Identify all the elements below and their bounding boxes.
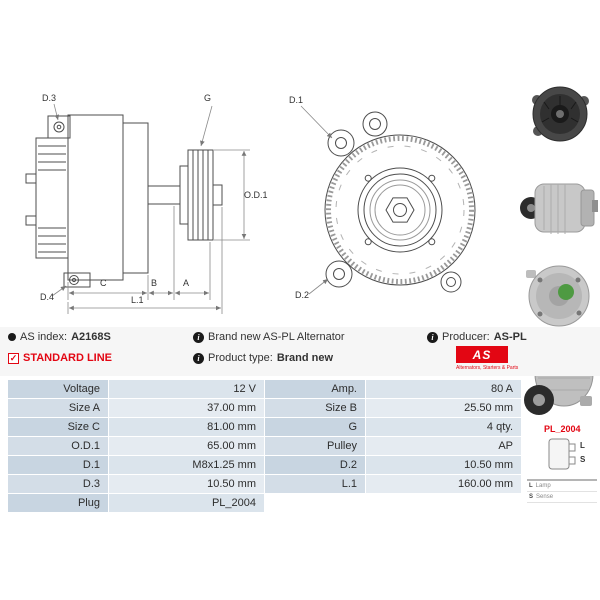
producer-value: AS-PL [493,331,527,343]
product-photo-rear[interactable] [518,262,600,332]
side-view-technical-drawing [25,103,250,314]
spec-label-cell: Size A [8,399,108,417]
spec-label-cell: D.2 [265,456,365,474]
dim-label-d3: D.3 [42,93,57,103]
legend-row: S Sense [527,492,597,503]
plug-code: PL_2004 [544,424,581,434]
info-icon: i [193,331,204,343]
spec-value-cell: AP [366,437,521,455]
spec-empty-cell [265,494,365,512]
spec-label-cell: D.1 [8,456,108,474]
plug-pin-legend: L Lamp S Sense [527,479,597,503]
spec-value-cell: 160.00 mm [366,475,521,493]
info-icon: i [193,352,204,364]
spec-value-cell: 37.00 mm [109,399,264,417]
as-index-value: A2168S [71,331,111,343]
product-type-label: Product type: [208,352,273,364]
spec-label-cell: Pulley [265,437,365,455]
as-pl-logo: AS [456,346,508,363]
as-pl-logo-text: AS [472,347,492,362]
dim-label-od1: O.D.1 [244,190,268,200]
product-photo-front[interactable] [524,84,596,144]
producer-label: Producer: [442,331,490,343]
spec-label-cell: Size B [265,399,365,417]
plug-pin-s: S [580,455,586,464]
dim-label-b: B [151,278,158,288]
product-photo-side[interactable] [518,176,600,242]
as-index-label: AS index: [20,331,68,343]
legend-desc-s: Sense [536,494,554,500]
spec-value-cell: PL_2004 [109,494,264,512]
spec-label-cell: Plug [8,494,108,512]
bullet-icon [8,333,16,341]
spec-value-cell: 65.00 mm [109,437,264,455]
plug-diagram-icon [548,438,576,470]
spec-value-cell: M8x1.25 mm [109,456,264,474]
spec-label-cell: Voltage [8,380,108,398]
front-view-technical-drawing [300,105,476,295]
spec-value-cell: 81.00 mm [109,418,264,436]
standard-line: ✓ STANDARD LINE [8,352,112,364]
dim-label-d4: D.4 [40,292,55,302]
product-type-value: Brand new [276,352,334,364]
dim-label-c: C [100,278,107,288]
spec-value-cell: 4 qty. [366,418,521,436]
plug-pin-l: L [580,441,585,450]
spec-value-cell: 12 V [109,380,264,398]
spec-label-cell: D.3 [8,475,108,493]
spec-value-cell: 10.50 mm [109,475,264,493]
as-index: AS index: A2168S [8,331,111,343]
product-description: i Brand new AS-PL Alternator [193,331,345,343]
spec-value-cell: 10.50 mm [366,456,521,474]
spec-empty-cell [366,494,521,512]
spec-label-cell: G [265,418,365,436]
spec-value-cell: 25.50 mm [366,399,521,417]
spec-table: Voltage 12 V Amp. 80 A Size A 37.00 mm S… [8,380,521,512]
spec-label-cell: L.1 [265,475,365,493]
legend-pin-l: L [529,483,533,489]
spec-label-cell: O.D.1 [8,437,108,455]
dim-label-d1: D.1 [289,95,304,105]
dim-label-g: G [204,93,212,103]
description-text: Brand new AS-PL Alternator [208,331,345,343]
standard-line-label: STANDARD LINE [23,352,113,364]
dim-label-a: A [183,278,190,288]
dim-label-l1: L.1 [131,295,144,305]
dim-label-d2: D.2 [295,290,310,300]
product-type: i Product type: Brand new [193,352,333,364]
spec-value-cell: 80 A [366,380,521,398]
legend-pin-s: S [529,494,534,500]
spec-label-cell: Size C [8,418,108,436]
legend-row: L Lamp [527,481,597,492]
producer: i Producer: AS-PL [427,331,527,343]
info-icon: i [427,331,438,343]
legend-desc-l: Lamp [535,483,551,489]
spec-label-cell: Amp. [265,380,365,398]
checkbox-checked-icon: ✓ [8,352,19,364]
as-pl-logo-tagline: Alternators, Starters & Parts [456,365,519,371]
